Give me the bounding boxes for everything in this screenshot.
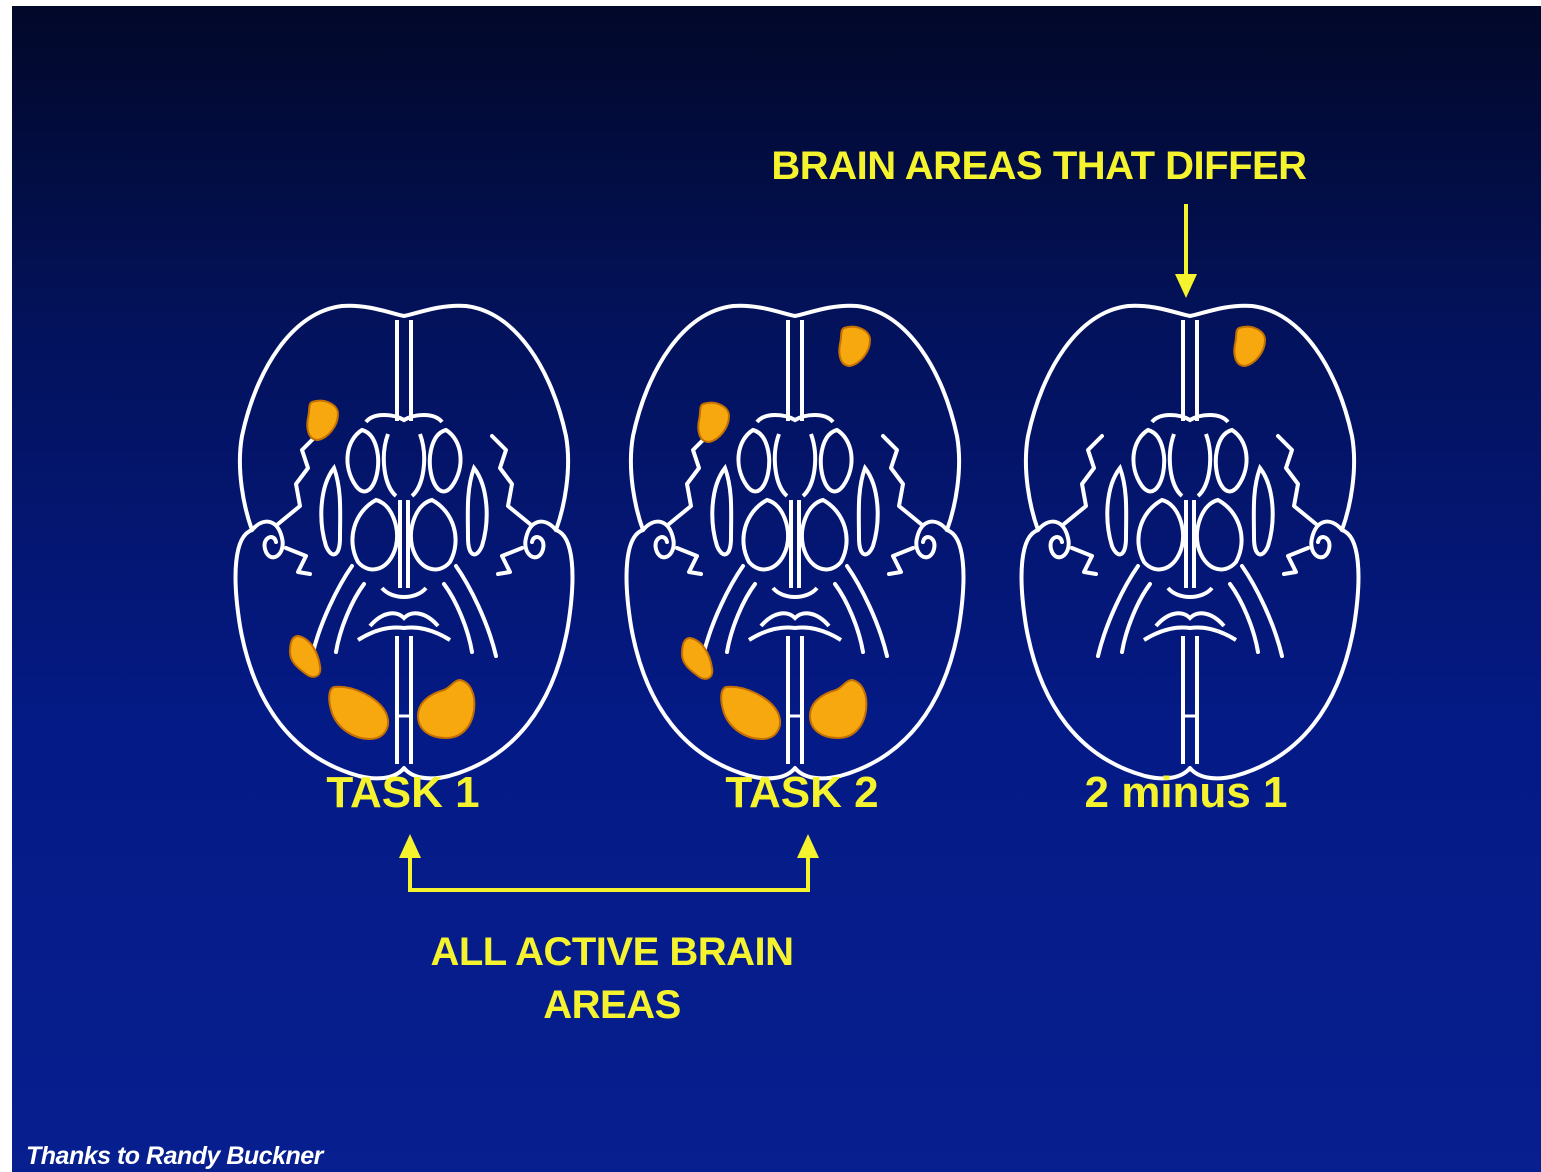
activation-right-occipital	[418, 680, 474, 738]
task-1-label: TASK 1	[253, 768, 553, 818]
all-active-label: ALL ACTIVE BRAIN AREAS	[392, 926, 832, 1032]
activation-right-frontal	[1234, 327, 1265, 366]
task-2-label: TASK 2	[652, 768, 952, 818]
differ-arrow	[1175, 204, 1197, 298]
activation-left-frontal	[698, 403, 729, 442]
all-active-line-2: AREAS	[392, 979, 832, 1032]
activation-left-occipital	[721, 687, 780, 739]
activation-left-frontal	[307, 401, 338, 440]
activation-right-frontal	[839, 327, 870, 366]
task-1-brain	[236, 306, 573, 779]
activation-right-occipital	[810, 680, 866, 738]
task-bracket-arrow	[399, 834, 819, 890]
task-2-brain	[627, 306, 964, 779]
activation-left-occipital	[329, 687, 388, 739]
credit-text: Thanks to Randy Buckner	[26, 1142, 323, 1171]
slide: BRAIN AREAS THAT DIFFER TASK 1 TASK 2 2 …	[12, 6, 1541, 1172]
difference-label: 2 minus 1	[1036, 768, 1336, 818]
difference-brain	[1022, 306, 1359, 779]
differ-header: BRAIN AREAS THAT DIFFER	[734, 144, 1344, 189]
all-active-line-1: ALL ACTIVE BRAIN	[392, 926, 832, 979]
